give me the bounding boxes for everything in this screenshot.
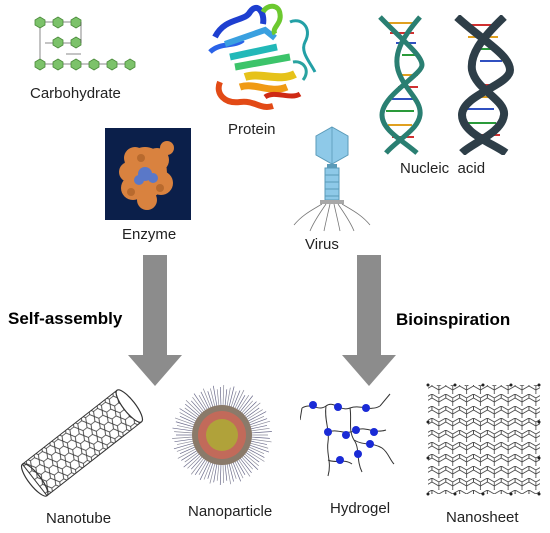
protein-ribbon-icon: [208, 3, 317, 110]
nanosheet-icon: [426, 383, 541, 496]
label-bioinspiration: Bioinspiration: [396, 310, 511, 329]
virus-icon: [293, 126, 371, 232]
arrow-down-right: [342, 255, 396, 386]
label-protein: Protein: [228, 121, 276, 138]
label-nanotube: Nanotube: [46, 510, 112, 527]
label-enzyme: Enzyme: [122, 226, 177, 243]
label-virus: Virus: [305, 236, 339, 253]
label-hydrogel: Hydrogel: [330, 500, 391, 517]
enzyme-image: [105, 128, 191, 220]
arrow-down-left: [128, 255, 182, 386]
nanotube-icon: [20, 389, 144, 497]
label-nucleic-acid: Nucleic acid: [400, 160, 486, 177]
carbohydrate-chain-icon: [34, 16, 136, 71]
nanoparticle-icon: [172, 385, 272, 485]
label-self-assembly: Self-assembly: [8, 309, 123, 328]
label-carbohydrate: Carbohydrate: [30, 85, 121, 102]
hydrogel-icon: [300, 393, 395, 477]
label-nanoparticle: Nanoparticle: [188, 503, 273, 520]
dna-helix-icon: [378, 15, 515, 155]
label-nanosheet: Nanosheet: [446, 509, 519, 526]
